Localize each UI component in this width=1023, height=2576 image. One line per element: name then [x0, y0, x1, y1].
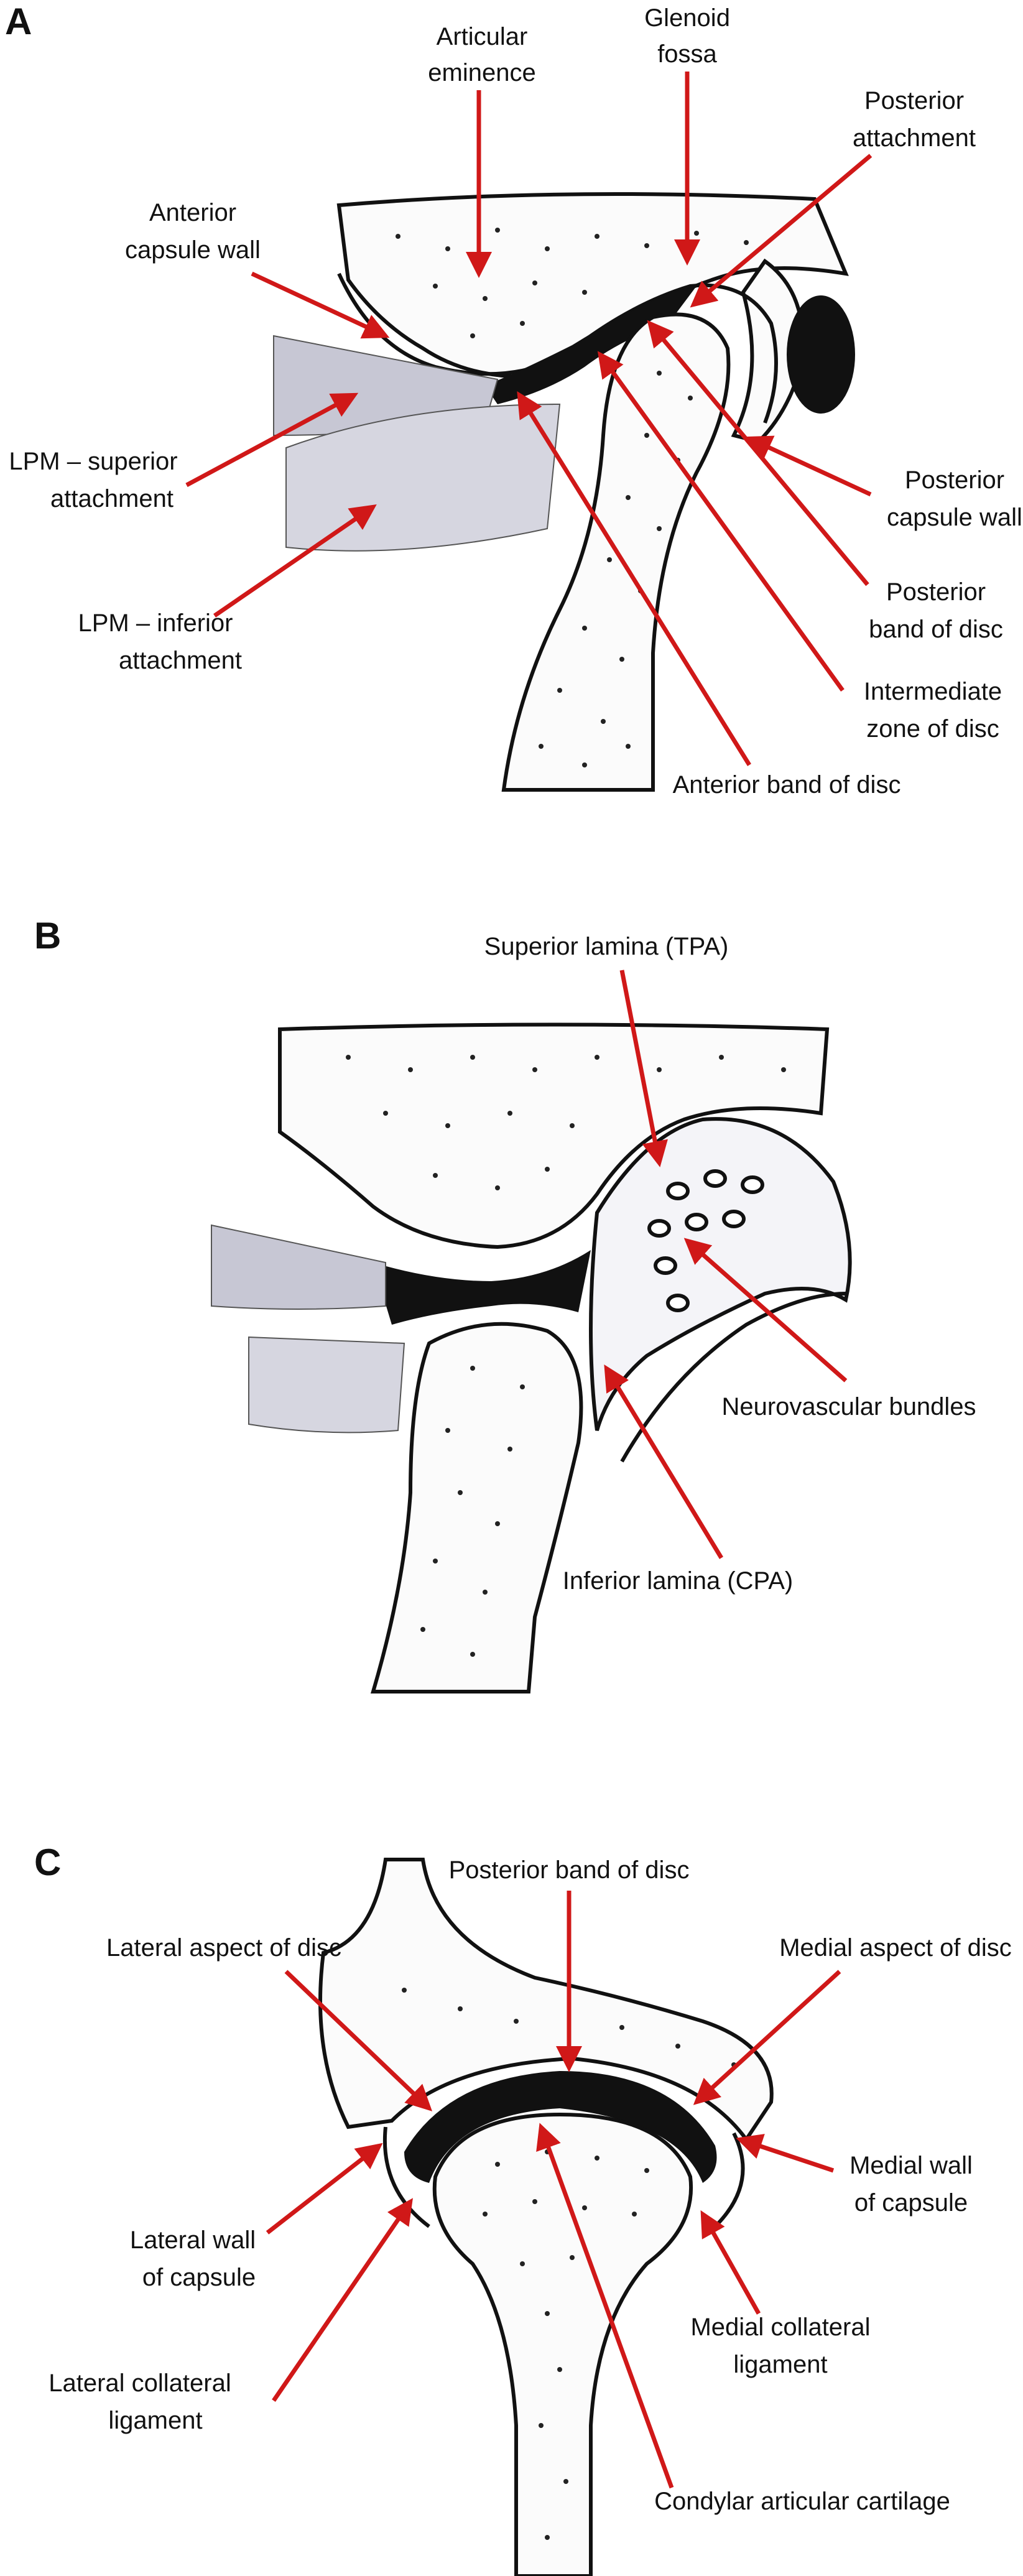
retrodiscal-tissue-b [589, 1117, 852, 1431]
articular-disc-a [485, 286, 697, 404]
svg-text:attachment: attachment [119, 647, 242, 674]
panel-letter-a: A [5, 1, 32, 42]
svg-text:band of disc: band of disc [869, 616, 1003, 643]
svg-text:LPM – inferior: LPM – inferior [78, 609, 233, 637]
temporal-bone-b [278, 1022, 830, 1249]
panel-b: B [34, 915, 976, 1693]
svg-text:Anterior: Anterior [149, 199, 236, 226]
svg-text:Medial collateral: Medial collateral [690, 2314, 870, 2341]
arrow-superior-lamina [619, 970, 668, 1167]
svg-text:Posterior: Posterior [886, 578, 986, 606]
label-lateral-wall: Lateral wall of capsule [130, 2226, 256, 2291]
posterior-capsule-line-b [620, 1292, 846, 1463]
svg-text:Lateral wall: Lateral wall [130, 2226, 256, 2254]
arrow-posterior-attachment [690, 154, 873, 308]
arrow-inferior-lamina [604, 1364, 723, 1559]
svg-text:Medial wall: Medial wall [849, 2152, 973, 2179]
label-lpm-superior: LPM – superior attachment [9, 448, 177, 512]
svg-text:ligament: ligament [108, 2407, 202, 2434]
articular-disc-c [404, 2071, 717, 2183]
arrow-lpm-inferior [213, 504, 377, 618]
condyle-b [370, 1322, 583, 1693]
svg-text:ligament: ligament [733, 2351, 827, 2378]
label-posterior-capsule-wall: Posterior capsule wall [887, 466, 1022, 531]
arrow-medial-aspect [693, 1970, 841, 2105]
label-anterior-band: Anterior band of disc [673, 771, 901, 799]
arrow-medial-collateral [700, 2210, 761, 2315]
bone-texture-c [402, 1988, 736, 2540]
svg-text:Glenoid: Glenoid [644, 4, 730, 32]
svg-text:Lateral collateral: Lateral collateral [49, 2370, 231, 2397]
label-posterior-band-a: Posterior band of disc [869, 578, 1003, 643]
arrow-posterior-capsule-wall [745, 435, 872, 497]
svg-text:Posterior: Posterior [905, 466, 1004, 494]
svg-text:capsule wall: capsule wall [887, 504, 1022, 531]
svg-text:attachment: attachment [50, 485, 174, 512]
svg-text:Articular: Articular [437, 23, 528, 50]
svg-text:Posterior: Posterior [864, 87, 964, 114]
label-inferior-lamina: Inferior lamina (CPA) [563, 1567, 793, 1595]
label-superior-lamina: Superior lamina (TPA) [484, 933, 729, 960]
label-medial-collateral: Medial collateral ligament [690, 2314, 870, 2378]
label-anterior-capsule-wall: Anterior capsule wall [125, 199, 261, 264]
label-medial-wall: Medial wall of capsule [849, 2152, 973, 2217]
arrow-condylar-cartilage [536, 2123, 674, 2489]
panel-letter-c: C [34, 1842, 61, 1883]
lateral-pterygoid-muscle-b [211, 1224, 405, 1434]
label-neurovascular-bundles: Neurovascular bundles [721, 1393, 976, 1420]
label-posterior-band-c: Posterior band of disc [449, 1856, 690, 1884]
svg-text:eminence: eminence [428, 59, 535, 86]
arrow-lateral-wall [266, 2143, 383, 2235]
arrow-lateral-aspect [284, 1970, 433, 2111]
tympanic-plate-a [731, 258, 805, 444]
panel-letter-b: B [34, 915, 61, 957]
ear-canal-a [787, 295, 855, 414]
condyle-c [432, 2112, 693, 2576]
svg-text:attachment: attachment [853, 124, 976, 152]
label-medial-aspect: Medial aspect of disc [779, 1934, 1012, 1962]
arrow-medial-wall [736, 2134, 835, 2173]
label-lpm-inferior: LPM – inferior attachment [78, 609, 242, 674]
label-lateral-collateral: Lateral collateral ligament [49, 2370, 231, 2434]
arrow-lpm-superior [185, 392, 359, 488]
arrow-lateral-collateral [272, 2198, 413, 2402]
arrow-neurovascular-bundles [683, 1238, 848, 1383]
svg-text:capsule wall: capsule wall [125, 236, 261, 264]
arrow-anterior-band [517, 391, 751, 766]
label-articular-eminence: Articular eminence [428, 23, 535, 86]
label-lateral-aspect: Lateral aspect of disc [106, 1934, 341, 1962]
articular-disc-b [373, 1250, 591, 1325]
label-intermediate-zone: Intermediate zone of disc [864, 678, 1002, 743]
arrow-intermediate-zone [597, 351, 845, 692]
svg-text:of capsule: of capsule [854, 2189, 968, 2217]
label-condylar-cartilage: Condylar articular cartilage [654, 2488, 950, 2515]
neurovascular-bundles-b [647, 1169, 764, 1312]
svg-text:fossa: fossa [657, 40, 717, 68]
panel-a: A A [5, 1, 1022, 799]
label-posterior-attachment: Posterior attachment [853, 87, 976, 152]
svg-text:zone of disc: zone of disc [866, 715, 999, 743]
panel-c: C Posterior band of disc Lateral aspect … [34, 1842, 1012, 2576]
svg-text:LPM – superior: LPM – superior [9, 448, 177, 475]
arrow-posterior-band-a [647, 320, 869, 586]
temporal-bone-c [318, 1858, 774, 2143]
svg-text:Anterior band of disc: Anterior band of disc [673, 771, 901, 799]
bone-texture-b [346, 1055, 786, 1657]
label-glenoid-fossa: Glenoid fossa [644, 4, 730, 68]
arrow-anterior-capsule-wall [251, 271, 390, 339]
svg-text:Intermediate: Intermediate [864, 678, 1002, 705]
svg-text:of capsule: of capsule [142, 2264, 256, 2291]
